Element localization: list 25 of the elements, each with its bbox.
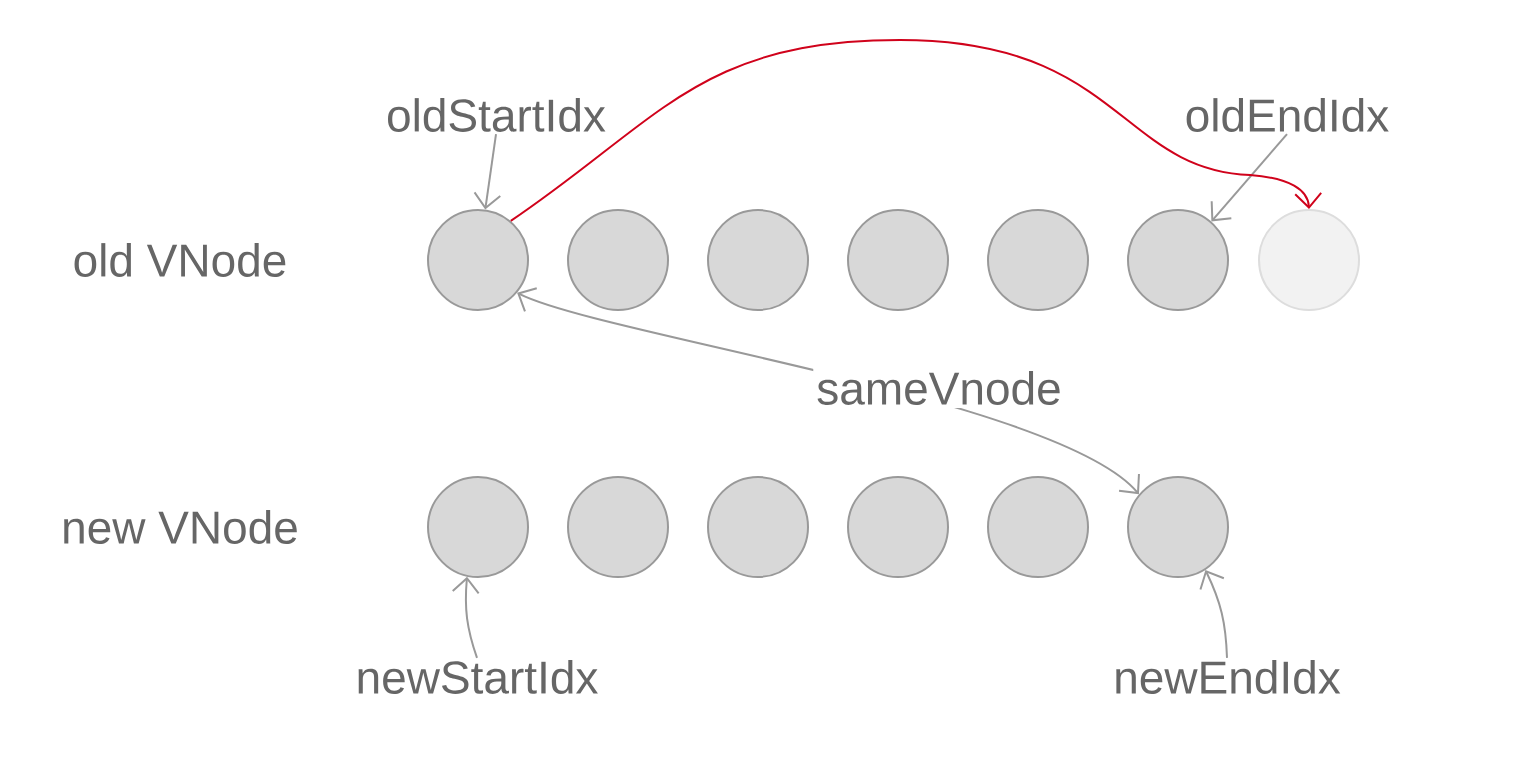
leader-arrow xyxy=(1199,570,1228,659)
vnode-circle xyxy=(1127,209,1229,311)
pointer-label: newEndIdx xyxy=(1116,660,1341,694)
vnode-circle xyxy=(567,476,669,578)
pointer-label: newStartIdx xyxy=(358,660,598,694)
vnode-circle xyxy=(987,209,1089,311)
vnode-circle xyxy=(847,209,949,311)
row-label: new VNode xyxy=(64,510,297,544)
vnode-circle xyxy=(427,209,529,311)
leader-arrow xyxy=(473,133,502,210)
vnode-circle xyxy=(847,476,949,578)
vnode-circle xyxy=(427,476,529,578)
vnode-circle xyxy=(567,209,669,311)
row-label: old VNode xyxy=(74,243,286,277)
vnode-circle xyxy=(1127,476,1229,578)
pointer-label: oldEndIdx xyxy=(1186,98,1389,132)
vnode-circle xyxy=(987,476,1089,578)
curved-arrow xyxy=(509,39,1323,222)
pointer-label: oldStartIdx xyxy=(388,98,606,132)
leader-arrow xyxy=(451,576,480,659)
vnode-circle xyxy=(707,209,809,311)
vnode-circle xyxy=(707,476,809,578)
vnode-circle xyxy=(1258,209,1360,311)
edge-label: sameVnode xyxy=(813,368,1065,408)
leader-arrow xyxy=(1210,133,1288,222)
